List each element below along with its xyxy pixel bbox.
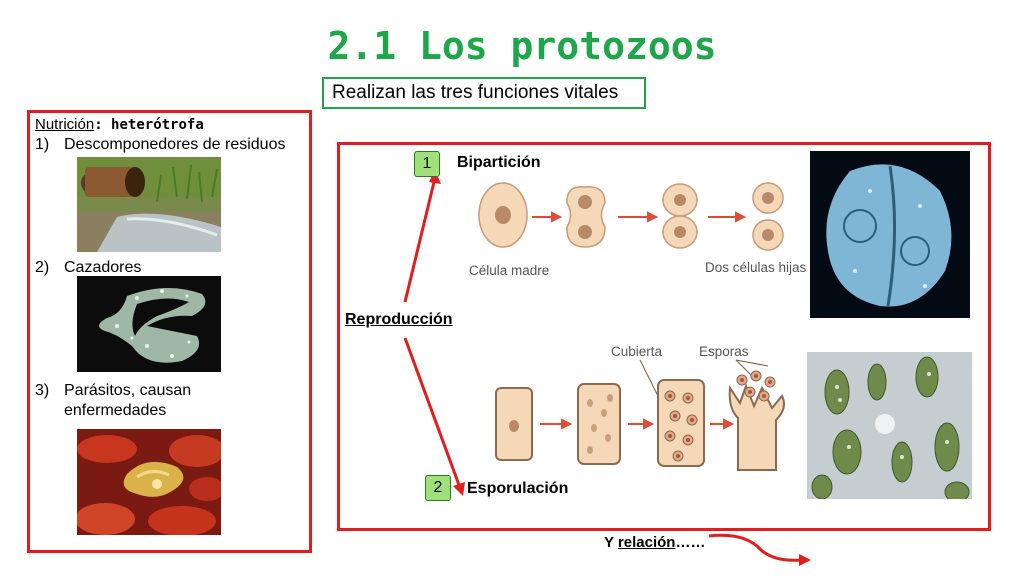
footer-suffix: …… — [675, 534, 706, 551]
step-badge-1: 1 — [414, 151, 440, 177]
sporulation-micrograph — [807, 352, 972, 499]
relation-link[interactable]: relación — [617, 534, 676, 551]
list-text: Parásitos, causan — [64, 382, 192, 399]
branch-arrows — [403, 170, 465, 496]
daughter-cells-label: Dos células hijas — [705, 260, 807, 275]
list-item: 1) Descomponedores de residuos — [35, 136, 285, 154]
spores-label: Esporas — [699, 344, 749, 359]
list-item: 2) Cazadores — [35, 259, 141, 277]
reproduction-label: Reproducción — [345, 311, 453, 328]
sporulation-label: Esporulación — [467, 480, 569, 497]
list-number: 1) — [35, 136, 50, 153]
amoeba-photo — [77, 276, 221, 372]
sporulation-diagram — [495, 359, 785, 471]
bipartition-label: Bipartición — [457, 154, 541, 171]
list-text: Cazadores — [64, 259, 142, 276]
cover-label: Cubierta — [611, 344, 663, 359]
footer-prefix: Y — [604, 534, 618, 551]
nutrition-type: : heterótrofa — [94, 117, 204, 133]
footer-text: Y relación…… — [604, 534, 705, 551]
list-text-continued: enfermedades — [64, 402, 167, 419]
list-text: Descomponedores de residuos — [64, 136, 286, 153]
subtitle-text: Realizan las tres funciones vitales — [332, 82, 619, 103]
subtitle-box: Realizan las tres funciones vitales — [322, 77, 646, 109]
parasite-photo — [77, 429, 221, 535]
reproduction-panel — [337, 142, 991, 531]
drain-pipe-photo — [77, 157, 221, 252]
list-number: 2) — [35, 259, 50, 276]
list-item: 3) Parásitos, causan enfermedades — [35, 382, 191, 419]
nutrition-label: Nutrición — [35, 116, 95, 133]
mother-cell-label: Célula madre — [469, 263, 550, 278]
bipartition-micrograph — [810, 151, 970, 318]
list-number: 3) — [35, 382, 50, 399]
nutrition-panel — [27, 110, 312, 553]
page-title: 2.1 Los protozoos — [327, 24, 717, 68]
footer-arrow — [708, 533, 811, 566]
bipartition-diagram — [478, 182, 784, 251]
nutrition-heading: Nutrición: heterótrofa — [35, 116, 204, 133]
step-badge-2: 2 — [425, 475, 451, 501]
